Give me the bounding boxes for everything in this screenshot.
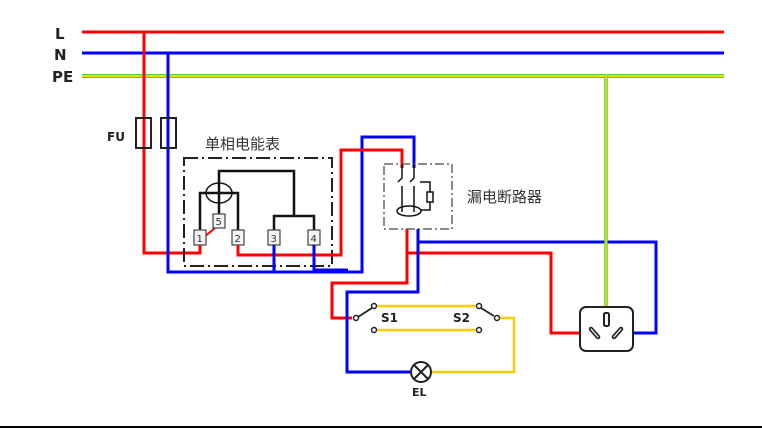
rcd-live-to-socket-wire: [407, 251, 587, 335]
meter-terminal-4: 4: [307, 229, 321, 246]
rcd-switch-contacts-icon: [397, 164, 434, 212]
meter-coil-icon: [205, 182, 233, 204]
svg-text:2: 2: [235, 234, 241, 245]
lamp-label: EL: [412, 386, 427, 399]
meter-terminal-3: 3: [267, 229, 281, 246]
fuse-neutral: [160, 117, 177, 149]
fuse-live: [135, 117, 152, 149]
svg-text:5: 5: [216, 217, 222, 228]
svg-text:3: 3: [271, 234, 277, 245]
bus-label-l: L: [55, 25, 65, 43]
svg-text:4: 4: [311, 234, 317, 245]
socket-outlet-icon: [579, 306, 634, 352]
meter-neutral-out-wire: [312, 245, 348, 272]
switch-s2-label: S2: [453, 311, 470, 325]
rcd-live-to-switch-wire: [330, 229, 409, 320]
neutral-feed-wire: [166, 53, 416, 274]
meter-enclosure: [183, 157, 333, 267]
fuse-label: FU: [107, 130, 125, 144]
rcd-label: 漏电断路器: [467, 188, 542, 206]
rcd-toroid-icon: [396, 205, 422, 217]
meter-internal-wiring: [198, 169, 316, 232]
lamp-icon: [410, 361, 432, 383]
meter-terminal-1: 1: [193, 229, 207, 246]
meter-terminal-2: 2: [231, 229, 245, 246]
rcd-neutral-to-lamp-wire: [345, 229, 420, 374]
meter-terminal-5: 5: [212, 213, 226, 229]
live-feed-wire: [142, 32, 202, 255]
bus-label-pe: PE: [52, 68, 73, 86]
switch-s1-label: S1: [381, 311, 398, 325]
rcd-enclosure: [383, 163, 453, 230]
meter-label: 单相电能表: [205, 135, 280, 153]
svg-text:1: 1: [197, 234, 203, 245]
switch-s2: [475, 302, 501, 334]
switched-live-wire: [432, 316, 516, 374]
bottom-divider: [0, 426, 762, 428]
bus-label-n: N: [54, 46, 67, 64]
meter-live-out-wire: [236, 148, 404, 257]
switch-s1: [352, 302, 378, 334]
